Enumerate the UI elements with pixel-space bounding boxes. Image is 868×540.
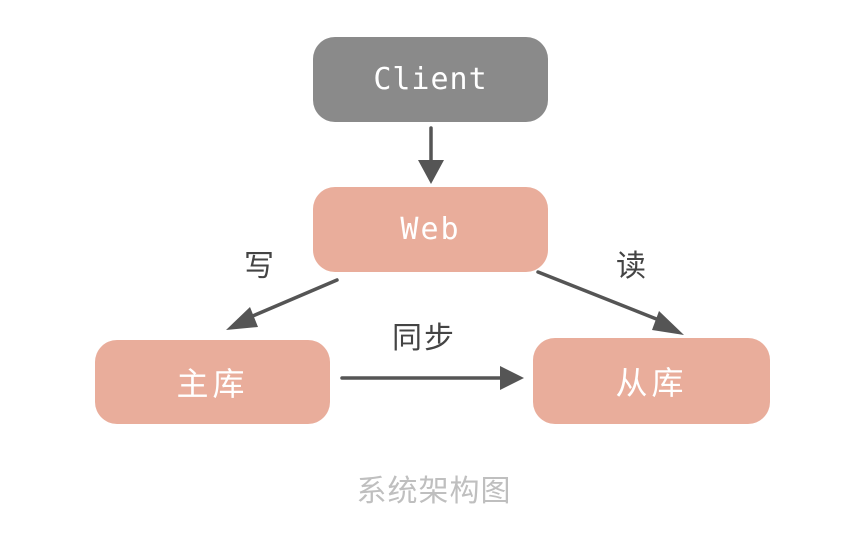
slave-db-node: 从库	[533, 338, 770, 424]
arrowhead-web-to-slave	[652, 311, 684, 335]
slave-db-node-label: 从库	[615, 364, 688, 402]
web-node: Web	[313, 187, 548, 272]
read-edge-label: 读	[616, 249, 646, 284]
web-node-label: Web	[400, 212, 461, 247]
master-db-node: 主库	[95, 340, 330, 424]
master-db-node-label: 主库	[176, 365, 249, 403]
arrowhead-web-to-master	[226, 307, 258, 330]
edge-web-to-master	[246, 278, 339, 320]
sync-edge-label: 同步	[392, 321, 456, 356]
arrowhead-master-to-slave	[500, 366, 524, 390]
client-node-label: Client	[373, 62, 488, 97]
edge-web-to-slave	[536, 270, 666, 324]
write-edge-label: 写	[244, 249, 274, 284]
arrowhead-client-to-web	[418, 160, 444, 184]
diagram-caption: 系统架构图	[356, 474, 512, 509]
client-node: Client	[313, 37, 548, 122]
